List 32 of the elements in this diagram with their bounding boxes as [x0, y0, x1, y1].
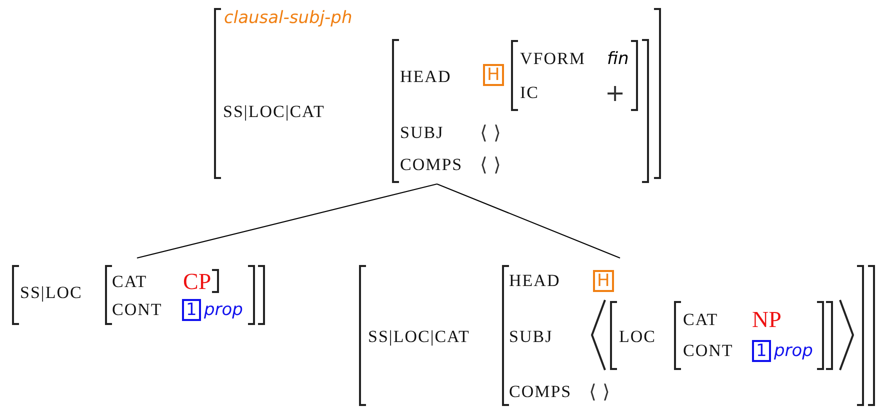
tree-branch	[436, 184, 620, 258]
value-label: +	[605, 81, 626, 105]
empty-list: ⟨ ⟩	[480, 153, 501, 177]
feature-label: SUBJ	[400, 122, 444, 144]
tag-label: H	[483, 64, 504, 86]
empty-list: ⟨ ⟩	[589, 380, 610, 404]
feature-label: HEAD	[509, 270, 560, 292]
feature-label: COMPS	[509, 381, 572, 403]
feature-label: VFORM	[520, 48, 586, 70]
type-label: clausal-subj-ph	[224, 7, 352, 30]
tree-branch	[136, 183, 438, 259]
feature-label: CAT	[112, 271, 148, 293]
feature-label: SUBJ	[509, 326, 553, 348]
tag-label: H	[593, 270, 614, 292]
feature-label: HEAD	[400, 66, 452, 88]
feature-label: SS|LOC|CAT	[368, 326, 470, 348]
value-label: prop	[774, 340, 813, 363]
value-label: prop	[204, 299, 243, 322]
category-label: CP	[183, 270, 212, 294]
tag-label: 1	[182, 299, 201, 321]
category-label: NP	[752, 308, 782, 332]
feature-label: SS|LOC|CAT	[223, 101, 325, 123]
empty-list: ⟨ ⟩	[480, 121, 501, 145]
feature-label: LOC	[619, 326, 656, 348]
value-label: fin	[607, 48, 629, 71]
feature-label: CONT	[683, 340, 734, 362]
feature-label: CAT	[683, 309, 718, 331]
feature-label: CONT	[112, 299, 162, 321]
feature-label: COMPS	[400, 154, 463, 176]
feature-label: IC	[520, 82, 539, 104]
feature-label: SS|LOC	[20, 282, 82, 304]
tag-label: 1	[752, 340, 771, 362]
